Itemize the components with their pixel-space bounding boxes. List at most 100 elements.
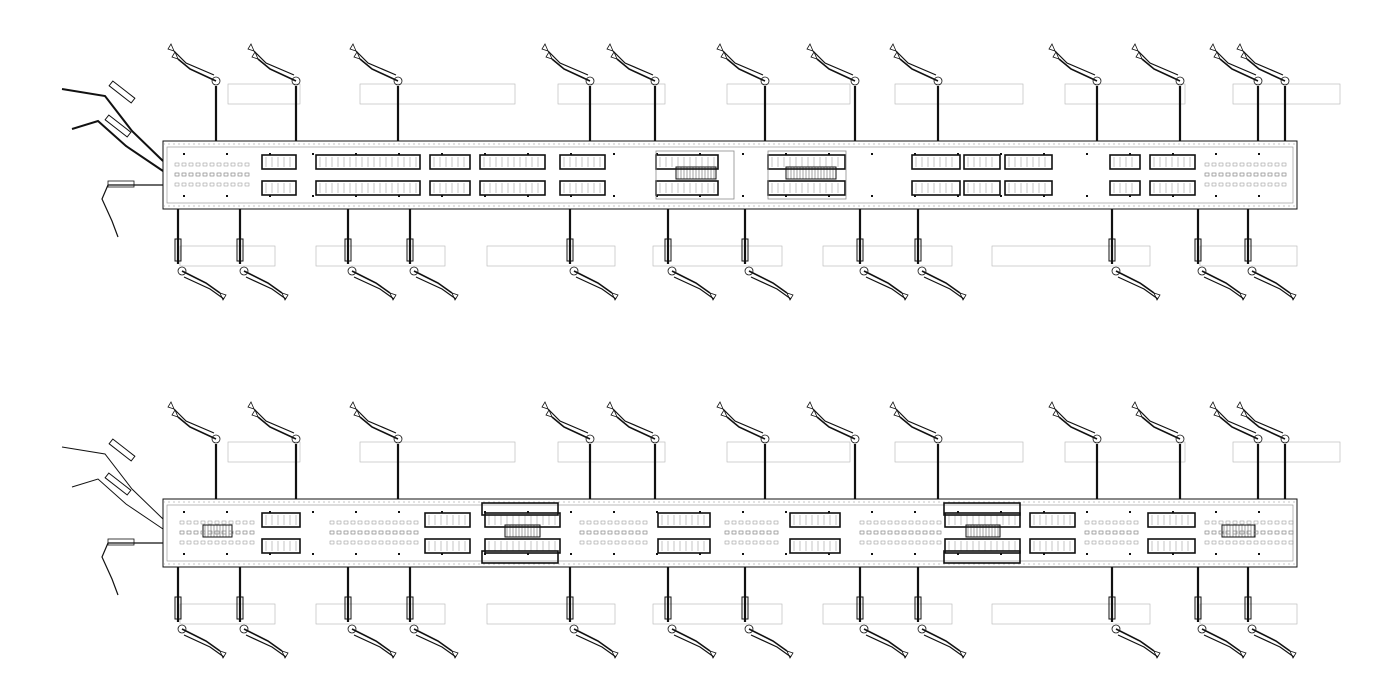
bridge-cab — [606, 401, 614, 410]
jet-bridge-arm — [812, 408, 854, 434]
seat — [766, 540, 772, 545]
seat — [357, 520, 363, 525]
bridge-cab — [893, 51, 901, 60]
seat — [385, 520, 391, 525]
aircraft-stand — [486, 603, 616, 625]
aircraft-stand — [179, 245, 276, 267]
column — [1215, 195, 1217, 197]
seat — [915, 540, 921, 545]
seat — [371, 530, 377, 535]
bridge-cab — [610, 51, 618, 60]
bridge-stair — [406, 238, 414, 262]
seat — [385, 530, 391, 535]
bridge-stair — [236, 596, 244, 620]
seat — [228, 540, 234, 545]
column — [742, 153, 744, 155]
jet-bridge-arm — [243, 628, 283, 652]
seat — [915, 530, 921, 535]
seat — [745, 530, 751, 535]
jet-bridge-arm — [895, 50, 937, 76]
bridge-cab — [709, 292, 717, 301]
jet-bridge-arm — [1242, 408, 1284, 434]
seat — [773, 520, 779, 525]
seat — [378, 530, 384, 535]
aircraft-stand — [1232, 83, 1341, 105]
bridge-cab — [1213, 51, 1221, 60]
seat — [752, 540, 758, 545]
seat — [329, 530, 335, 535]
seat — [392, 530, 398, 535]
service-core — [789, 512, 841, 528]
seat — [1105, 530, 1111, 535]
seat — [1084, 530, 1090, 535]
seat — [1225, 172, 1231, 177]
seat — [873, 530, 879, 535]
jet-bridge-arm — [1141, 416, 1181, 440]
jet-bridge-arm — [257, 58, 297, 82]
seat — [1239, 162, 1245, 167]
seat — [1246, 162, 1252, 167]
seat — [186, 530, 192, 535]
seat — [1211, 172, 1217, 177]
bridge-cab — [1236, 401, 1244, 410]
bridge-cab — [171, 51, 179, 60]
seat — [880, 540, 886, 545]
service-core — [315, 154, 421, 170]
jet-bridge-arm — [253, 408, 295, 434]
jet-bridge-arm — [413, 628, 453, 652]
seat — [586, 540, 592, 545]
bridge-cab — [541, 401, 549, 410]
seat — [614, 530, 620, 535]
seat — [1281, 172, 1287, 177]
seat — [1246, 540, 1252, 545]
bridge-rotunda — [1111, 266, 1121, 276]
seat — [586, 530, 592, 535]
service-core — [1004, 180, 1053, 196]
seat — [621, 520, 627, 525]
seat — [1274, 520, 1280, 525]
jet-bridge-arm — [183, 276, 225, 300]
column — [269, 153, 271, 155]
bridge-stair — [664, 596, 672, 620]
seat — [866, 540, 872, 545]
seat — [1274, 172, 1280, 177]
seat — [773, 530, 779, 535]
bridge-cab — [247, 43, 255, 52]
bridge-rotunda — [917, 624, 927, 634]
jet-bridge-arm — [551, 58, 591, 82]
column — [398, 553, 400, 555]
jet-bridge-arm — [1137, 50, 1179, 76]
jet-bridge-arm — [1115, 270, 1155, 294]
seat — [1091, 540, 1097, 545]
column — [570, 153, 572, 155]
seat — [357, 530, 363, 535]
aircraft-stand — [486, 245, 616, 267]
bridge-cab — [389, 650, 397, 659]
concourse-outline — [162, 140, 1298, 210]
seat — [887, 530, 893, 535]
jet-bridge-arm — [173, 50, 215, 76]
jet-bridge-arm — [750, 276, 792, 300]
jet-bridge-arm — [1201, 270, 1241, 294]
seat — [1211, 530, 1217, 535]
seat — [392, 520, 398, 525]
jet-bridge-arm — [173, 408, 215, 434]
aircraft-stand — [1064, 83, 1186, 105]
seat — [1267, 182, 1273, 187]
seat — [1119, 530, 1125, 535]
seat — [186, 520, 192, 525]
service-core — [559, 180, 606, 196]
seat — [371, 530, 377, 535]
bridge-rotunda — [667, 266, 677, 276]
seat — [195, 162, 201, 167]
bridge-cab — [1209, 43, 1217, 52]
seat — [181, 162, 187, 167]
seat — [228, 520, 234, 525]
service-core — [261, 180, 297, 196]
jet-bridge-arm — [1115, 628, 1155, 652]
seat — [378, 520, 384, 525]
seat — [752, 530, 758, 535]
bridge-rotunda — [177, 266, 187, 276]
seat — [371, 540, 377, 545]
bridge-cab — [1240, 51, 1248, 60]
